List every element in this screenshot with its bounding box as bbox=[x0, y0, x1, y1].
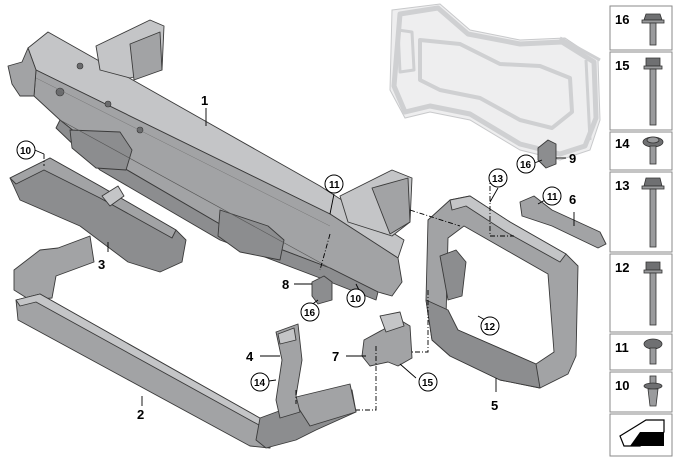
circled-callout-15: 15 bbox=[418, 372, 438, 392]
bracket-left bbox=[275, 323, 303, 419]
fastener-label-14: 14 bbox=[615, 136, 630, 151]
circled-callout-16-bump: 16 bbox=[300, 302, 320, 322]
round-head-bolt-icon bbox=[643, 338, 663, 365]
hex-flange-bolt-short-icon bbox=[641, 13, 665, 46]
radiator-frame bbox=[425, 195, 579, 389]
hex-flange-bolt-long-icon bbox=[641, 177, 665, 248]
hex-bolt-long-icon bbox=[643, 261, 663, 326]
retaining-clip bbox=[537, 139, 557, 169]
fastener-label-12: 12 bbox=[615, 260, 629, 275]
circled-callout-16-clip: 16 bbox=[516, 154, 536, 174]
fastener-legend-panel: 16 15 14 13 12 bbox=[609, 5, 673, 457]
callout-labels: 1 2 3 4 5 6 7 8 9 bbox=[98, 93, 576, 422]
circled-callout-11-strut: 11 bbox=[542, 186, 562, 206]
fastener-label-10: 10 bbox=[615, 378, 629, 393]
callout-1: 1 bbox=[201, 93, 208, 108]
circled-callout-11-beam: 11 bbox=[324, 174, 344, 194]
bracket-center bbox=[361, 311, 413, 367]
fastener-label-16: 16 bbox=[615, 12, 629, 27]
callout-5: 5 bbox=[491, 398, 498, 413]
svg-text:10: 10 bbox=[20, 146, 32, 157]
svg-text:11: 11 bbox=[547, 192, 558, 203]
svg-text:16: 16 bbox=[304, 308, 316, 319]
fastener-label-13: 13 bbox=[615, 178, 629, 193]
callout-6: 6 bbox=[569, 192, 576, 207]
callout-2: 2 bbox=[137, 407, 144, 422]
reference-lines bbox=[43, 154, 514, 411]
strut-rod bbox=[519, 195, 607, 249]
svg-text:14: 14 bbox=[254, 378, 266, 389]
catalog-arrow-icon bbox=[619, 419, 665, 447]
callout-7: 7 bbox=[332, 349, 339, 364]
circled-callout-13: 13 bbox=[488, 168, 508, 188]
callout-8: 8 bbox=[282, 277, 289, 292]
svg-text:15: 15 bbox=[422, 378, 434, 389]
expanding-rivet-icon bbox=[643, 375, 663, 407]
front-end-carrier-reference bbox=[389, 3, 601, 161]
fastener-label-15: 15 bbox=[615, 58, 629, 73]
fastener-label-11: 11 bbox=[615, 340, 629, 355]
air-deflector-left bbox=[9, 157, 187, 273]
bumper-carrier-beam bbox=[7, 19, 413, 301]
svg-text:16: 16 bbox=[520, 160, 532, 171]
lower-cross-member bbox=[13, 235, 357, 449]
bump-stop bbox=[311, 275, 333, 305]
circled-callouts: 10 10 11 11 12 13 14 15 bbox=[16, 140, 562, 392]
svg-text:10: 10 bbox=[350, 294, 362, 305]
callout-9: 9 bbox=[569, 151, 576, 166]
callout-4: 4 bbox=[246, 349, 254, 364]
svg-text:11: 11 bbox=[329, 180, 340, 191]
svg-text:13: 13 bbox=[492, 174, 504, 185]
circled-callout-10-beam: 10 bbox=[346, 288, 366, 308]
circled-callout-10-left: 10 bbox=[16, 140, 36, 160]
circled-callout-14: 14 bbox=[250, 372, 270, 392]
svg-text:12: 12 bbox=[484, 322, 496, 333]
circled-callout-12: 12 bbox=[480, 316, 500, 336]
hex-bolt-long-icon bbox=[643, 57, 663, 126]
callout-3: 3 bbox=[98, 257, 105, 272]
torx-washer-bolt-icon bbox=[642, 136, 664, 165]
